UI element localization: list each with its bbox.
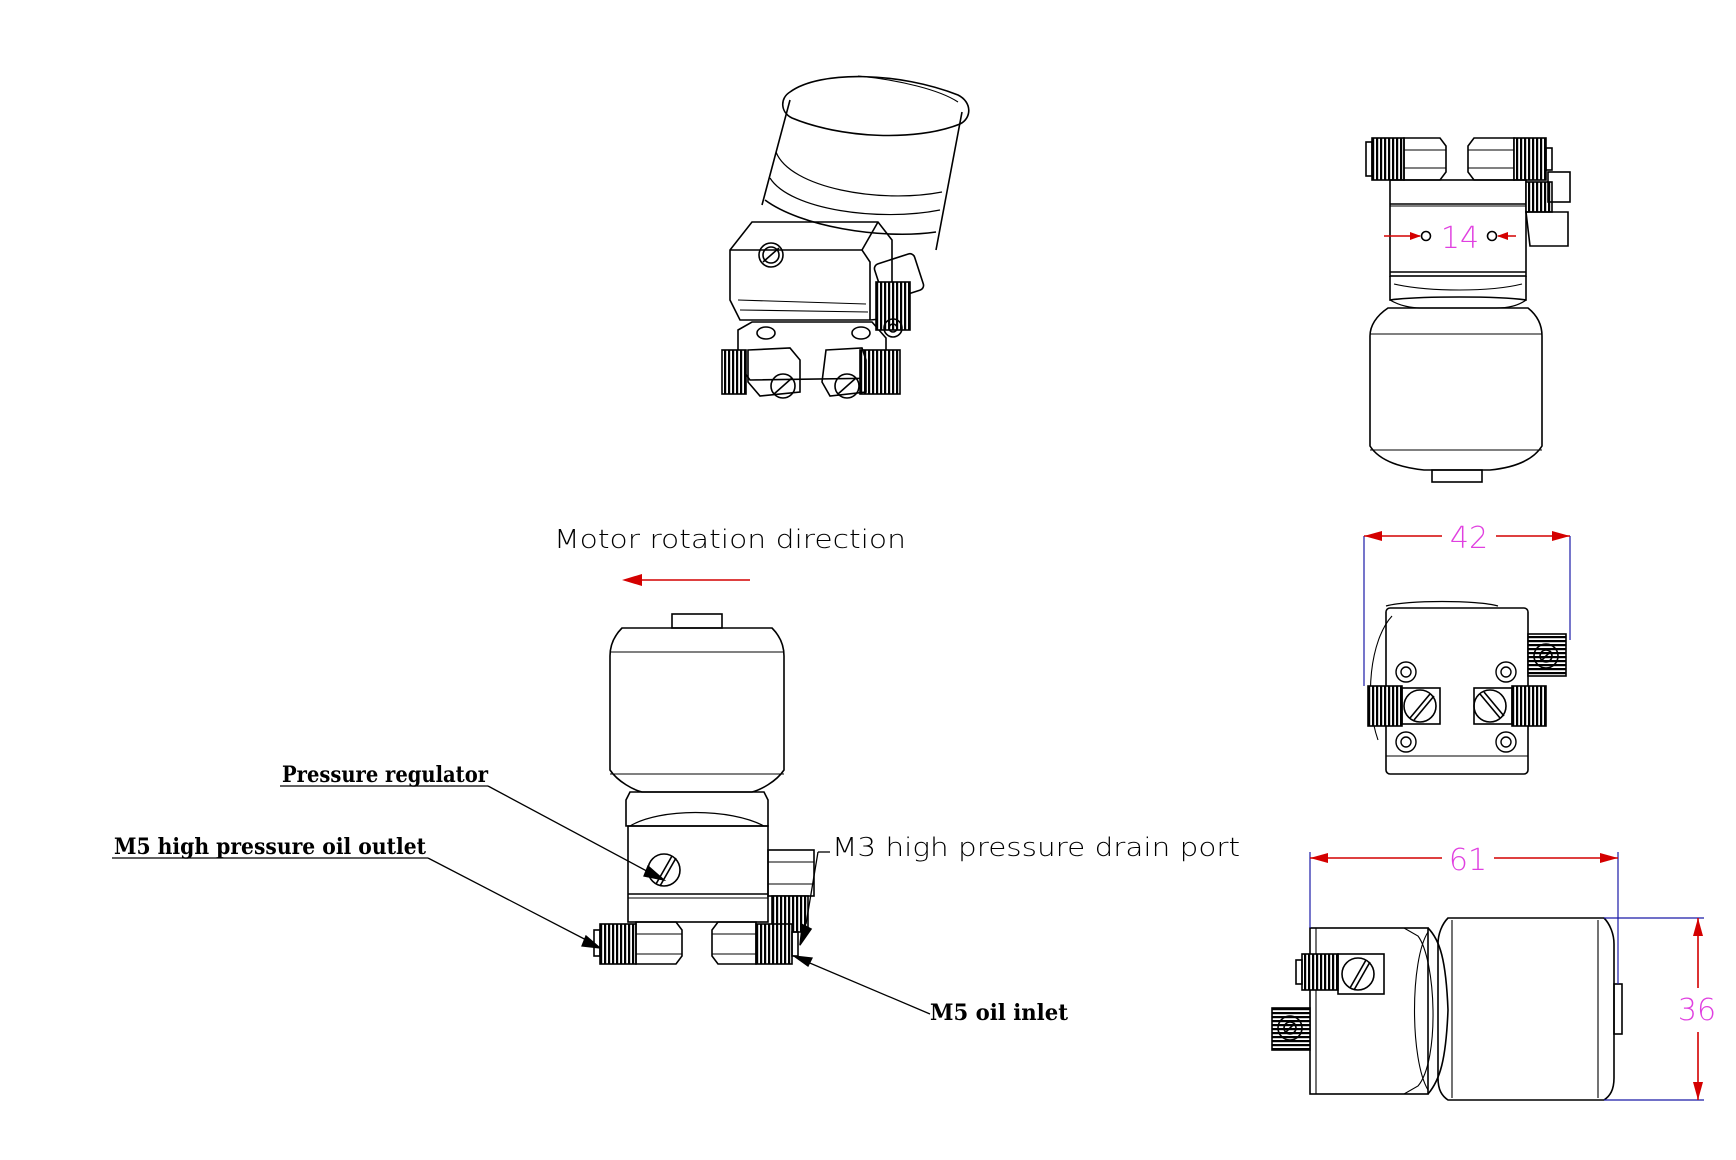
leader-lines <box>112 785 931 1015</box>
isometric-view <box>721 75 970 399</box>
end-view <box>1367 600 1567 775</box>
drain-port-label: M3 high pressure drain port <box>832 833 1240 863</box>
dimension-42: 42 <box>1363 521 1571 686</box>
pressure-regulator-label: Pressure regulator <box>282 762 488 788</box>
oil-outlet-label: M5 high pressure oil outlet <box>114 834 427 860</box>
side-view-bottom <box>1271 917 1623 1101</box>
dim-14-label: 14 <box>1441 221 1479 256</box>
side-view-top <box>1365 137 1571 483</box>
motor-rotation-label: Motor rotation direction <box>554 525 906 555</box>
oil-inlet-label: M5 oil inlet <box>930 1000 1069 1026</box>
front-view <box>593 613 815 965</box>
rotation-arrow <box>622 574 750 586</box>
dim-42-label: 42 <box>1450 521 1488 556</box>
dimension-14: 14 <box>1384 221 1516 256</box>
dim-61-label: 61 <box>1449 843 1487 878</box>
dim-36-label: 36 <box>1678 993 1716 1028</box>
dimension-61: 61 <box>1309 843 1619 984</box>
dimension-36: 36 <box>1604 917 1716 1101</box>
